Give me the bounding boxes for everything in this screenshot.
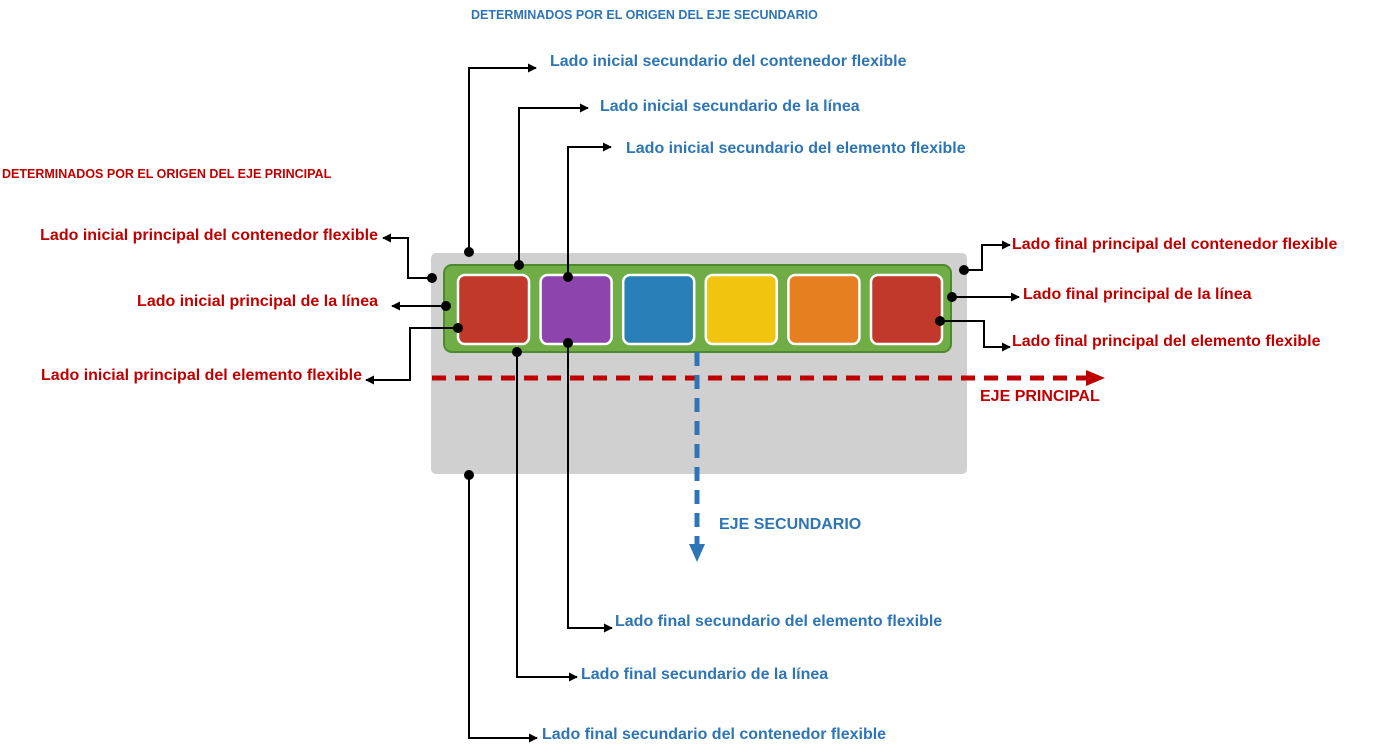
dot-main-start-item — [453, 323, 463, 333]
connector-cross-start-item — [567, 142, 612, 277]
dot-main-end-container — [959, 265, 969, 275]
label-main-end-container: Lado final principal del contenedor flex… — [1012, 236, 1338, 253]
dot-cross-start-line — [514, 260, 524, 270]
label-main-start-container: Lado inicial principal del contenedor fl… — [40, 227, 378, 244]
cross-axis-arrowhead — [689, 544, 705, 562]
label-main-start-item: Lado inicial principal del elemento flex… — [41, 367, 362, 384]
connector-cross-end-line — [516, 352, 578, 682]
label-cross-end-line: Lado final secundario de la línea — [581, 666, 829, 683]
connector-cross-start-container — [468, 63, 537, 252]
flex-item-3 — [621, 273, 696, 346]
connector-cross-start-line — [518, 103, 589, 265]
label-main-start-line: Lado inicial principal de la línea — [137, 293, 378, 310]
connector-main-end-item — [940, 320, 1011, 352]
flex-item-6 — [869, 273, 944, 346]
dot-main-end-line — [947, 292, 957, 302]
label-cross-start-item: Lado inicial secundario del elemento fle… — [626, 140, 966, 157]
flex-item-4 — [704, 273, 779, 346]
connector-cross-end-container — [468, 475, 538, 743]
cross-axis-label: EJE SECUNDARIO — [719, 516, 862, 533]
header-main-axis: DETERMINADOS POR EL ORIGEN DEL EJE PRINC… — [2, 167, 332, 181]
label-cross-end-item: Lado final secundario del elemento flexi… — [615, 613, 943, 630]
dot-cross-start-item — [563, 272, 573, 282]
dot-main-end-item — [935, 316, 945, 326]
main-axis-label: EJE PRINCIPAL — [980, 388, 1100, 405]
header-cross-axis: DETERMINADOS POR EL ORIGEN DEL EJE SECUN… — [471, 8, 818, 22]
main-axis-arrowhead — [1086, 370, 1105, 386]
label-main-end-item: Lado final principal del elemento flexib… — [1012, 333, 1321, 350]
connector-cross-end-item — [567, 343, 613, 633]
connector-main-start-container — [382, 233, 432, 279]
dot-cross-start-container — [464, 247, 474, 257]
dot-cross-end-container — [464, 470, 474, 480]
flex-item-1 — [456, 273, 531, 346]
flex-item-2 — [539, 273, 613, 346]
dot-main-start-line — [441, 301, 451, 311]
dot-main-start-container — [427, 273, 437, 283]
dot-cross-end-line — [512, 347, 522, 357]
label-cross-start-line: Lado inicial secundario de la línea — [600, 98, 860, 115]
dot-cross-end-item — [563, 338, 573, 348]
flex-item-5 — [787, 273, 861, 346]
connector-main-start-item — [365, 327, 458, 385]
label-cross-start-container: Lado inicial secundario del contenedor f… — [550, 53, 907, 70]
label-main-end-line: Lado final principal de la línea — [1023, 286, 1252, 303]
label-cross-end-container: Lado final secundario del contenedor fle… — [542, 726, 887, 743]
flex-items — [456, 273, 944, 346]
connector-main-end-container — [964, 240, 1011, 271]
